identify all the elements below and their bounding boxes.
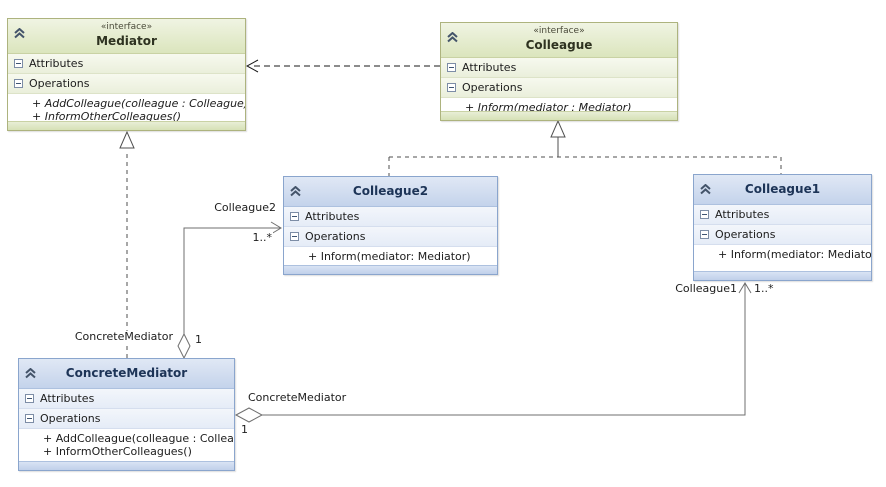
attributes-section-row[interactable]: Attributes	[441, 58, 677, 78]
collapse-chevron-icon[interactable]	[289, 182, 302, 197]
edge-realization-concretemediator-to-mediator[interactable]	[119, 130, 135, 358]
operations-section-row[interactable]: Operations	[694, 225, 871, 245]
class-mediator[interactable]: «interface» Mediator Attributes Operatio…	[7, 18, 246, 131]
minus-box-icon[interactable]	[447, 83, 456, 92]
class-name: ConcreteMediator	[65, 366, 188, 380]
role-label-concretemediator-right: ConcreteMediator	[247, 391, 348, 404]
operation-item[interactable]: + Inform(mediator: Mediator)	[308, 250, 471, 263]
stereotype-label: «interface»	[533, 26, 585, 36]
multiplicity-label-colleague2: 1..*	[251, 231, 273, 244]
class-name: Colleague	[525, 38, 593, 52]
minus-box-icon[interactable]	[700, 230, 709, 239]
minus-box-icon[interactable]	[700, 210, 709, 219]
class-concretemediator[interactable]: ConcreteMediator Attributes Operations +…	[18, 358, 235, 471]
edge-realization-colleagues-to-colleague[interactable]	[388, 119, 782, 176]
minus-box-icon[interactable]	[25, 414, 34, 423]
multiplicity-label-concretemediator-top: 1	[194, 333, 203, 346]
minus-box-icon[interactable]	[290, 212, 299, 221]
class-header: Colleague2	[284, 177, 497, 207]
operation-item[interactable]: + InformOtherColleagues()	[43, 445, 192, 458]
class-name: Colleague1	[744, 182, 821, 196]
class-footer	[284, 265, 497, 274]
class-footer	[8, 121, 245, 130]
class-colleague2[interactable]: Colleague2 Attributes Operations + Infor…	[283, 176, 498, 275]
members-list: + AddColleague(colleague : Colleague) + …	[19, 429, 234, 461]
collapse-chevron-icon[interactable]	[446, 28, 459, 43]
role-label-colleague2: Colleague2	[213, 201, 277, 214]
minus-box-icon[interactable]	[14, 59, 23, 68]
minus-box-icon[interactable]	[447, 63, 456, 72]
attributes-label: Attributes	[40, 392, 95, 405]
collapse-chevron-icon[interactable]	[699, 180, 712, 195]
class-header: Colleague1	[694, 175, 871, 205]
class-name: Colleague2	[352, 184, 429, 198]
role-label-concretemediator-top: ConcreteMediator	[73, 330, 174, 343]
attributes-section-row[interactable]: Attributes	[284, 207, 497, 227]
operations-label: Operations	[715, 228, 776, 241]
multiplicity-label-concretemediator-right: 1	[240, 423, 249, 436]
attributes-section-row[interactable]: Attributes	[19, 389, 234, 409]
operations-label: Operations	[305, 230, 366, 243]
operation-item[interactable]: + InformOtherColleagues()	[32, 110, 182, 121]
attributes-section-row[interactable]: Attributes	[694, 205, 871, 225]
operations-section-row[interactable]: Operations	[8, 74, 245, 94]
class-header: «interface» Mediator	[8, 19, 245, 54]
role-label-colleague1: Colleague1	[674, 282, 738, 295]
collapse-chevron-icon[interactable]	[13, 24, 26, 39]
operation-item[interactable]: + AddColleague(colleague : Colleague)	[43, 432, 234, 445]
multiplicity-label-colleague1: 1..*	[753, 282, 775, 295]
minus-box-icon[interactable]	[14, 79, 23, 88]
class-colleague1[interactable]: Colleague1 Attributes Operations + Infor…	[693, 174, 872, 281]
minus-box-icon[interactable]	[290, 232, 299, 241]
class-header: «interface» Colleague	[441, 23, 677, 58]
class-colleague[interactable]: «interface» Colleague Attributes Operati…	[440, 22, 678, 121]
collapse-chevron-icon[interactable]	[24, 364, 37, 379]
class-footer	[694, 271, 871, 280]
operation-item[interactable]: + Inform(mediator: Mediator)	[718, 248, 871, 261]
members-list: + Inform(mediator: Mediator)	[284, 247, 497, 265]
members-list: + Inform(mediator: Mediator)	[694, 245, 871, 271]
edge-dependency-colleague-to-mediator[interactable]	[245, 59, 440, 73]
attributes-label: Attributes	[305, 210, 360, 223]
operation-item[interactable]: + Inform(mediator : Mediator)	[465, 101, 632, 111]
members-list: + AddColleague(colleague : Colleague) + …	[8, 94, 245, 121]
class-header: ConcreteMediator	[19, 359, 234, 389]
operation-item[interactable]: + AddColleague(colleague : Colleague)	[32, 97, 245, 110]
class-footer	[441, 111, 677, 120]
members-list: + Inform(mediator : Mediator)	[441, 98, 677, 111]
operations-label: Operations	[29, 77, 90, 90]
class-name: Mediator	[96, 34, 157, 48]
operations-section-row[interactable]: Operations	[441, 78, 677, 98]
attributes-label: Attributes	[29, 57, 84, 70]
operations-label: Operations	[462, 81, 523, 94]
operations-section-row[interactable]: Operations	[19, 409, 234, 429]
operations-label: Operations	[40, 412, 101, 425]
attributes-section-row[interactable]: Attributes	[8, 54, 245, 74]
attributes-label: Attributes	[715, 208, 770, 221]
stereotype-label: «interface»	[100, 22, 153, 32]
class-footer	[19, 461, 234, 470]
operations-section-row[interactable]: Operations	[284, 227, 497, 247]
attributes-label: Attributes	[462, 61, 517, 74]
minus-box-icon[interactable]	[25, 394, 34, 403]
edge-aggregation-concretemediator-colleague1[interactable]	[234, 282, 752, 423]
